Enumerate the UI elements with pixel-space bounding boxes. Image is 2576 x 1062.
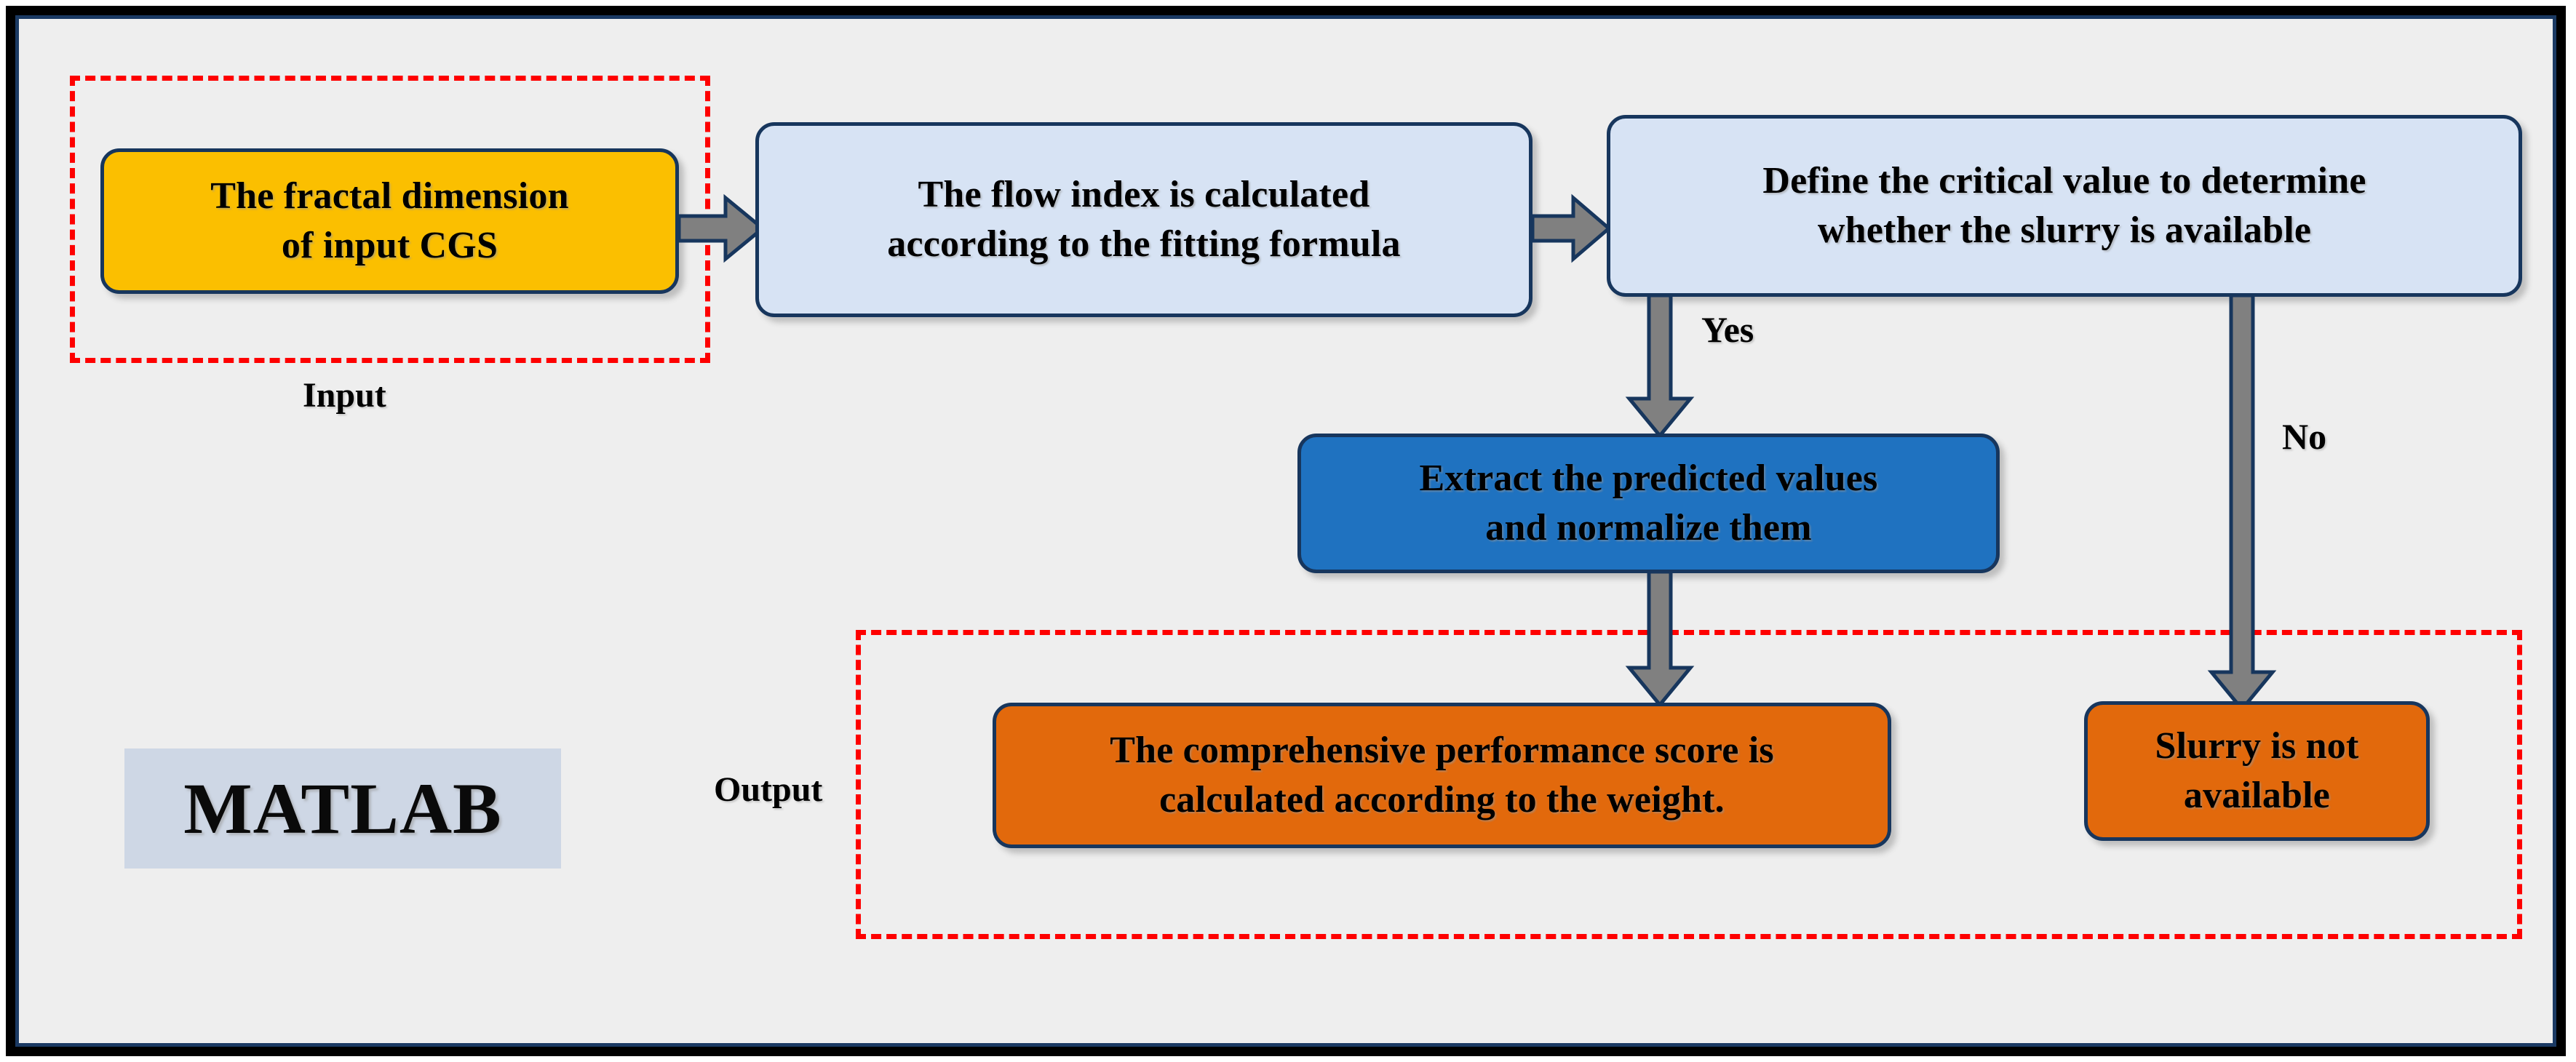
matlab-chip: MATLAB [124,748,561,869]
arrow-yes-to-extract-values [1625,293,1695,439]
arrow-flowindex-to-criticalvalue [1530,193,1612,263]
node-define-critical-value[interactable]: Define the critical value to determine w… [1607,115,2522,297]
node-flow-index-calculation[interactable]: The flow index is calculated according t… [755,122,1533,317]
node-comprehensive-performance-score[interactable]: The comprehensive performance score is c… [993,703,1891,848]
arrow-fractal-to-flowindex [677,193,766,263]
output-group-label: Output [714,770,823,809]
node-extract-predicted-values-label: Extract the predicted values and normali… [1419,458,1878,548]
node-slurry-not-available[interactable]: Slurry is not available [2084,701,2430,841]
edge-label-yes: Yes [1701,309,1754,350]
node-extract-predicted-values[interactable]: Extract the predicted values and normali… [1297,434,2000,573]
node-define-critical-value-label: Define the critical value to determine w… [1762,160,2366,251]
flowchart-canvas: Input Output MATLAB The fractal dimensio… [19,19,2559,1049]
output-group-boundary [856,630,2522,939]
node-slurry-not-available-label: Slurry is not available [2155,725,2359,816]
node-flow-index-calculation-label: The flow index is calculated according t… [887,174,1401,265]
arrow-no-to-slurry-unavailable [2207,293,2277,712]
arrow-extract-to-performance-score [1625,570,1695,708]
node-comprehensive-performance-score-label: The comprehensive performance score is c… [1110,730,1774,821]
edge-label-no: No [2282,416,2327,457]
node-input-fractal-dimension-label: The fractal dimension of input CGS [210,175,569,266]
figure-outer-frame: Input Output MATLAB The fractal dimensio… [6,6,2566,1056]
matlab-chip-label: MATLAB [183,768,502,849]
figure-inner-frame: Input Output MATLAB The fractal dimensio… [15,15,2556,1047]
node-input-fractal-dimension[interactable]: The fractal dimension of input CGS [100,148,679,294]
input-group-label: Input [303,376,386,415]
